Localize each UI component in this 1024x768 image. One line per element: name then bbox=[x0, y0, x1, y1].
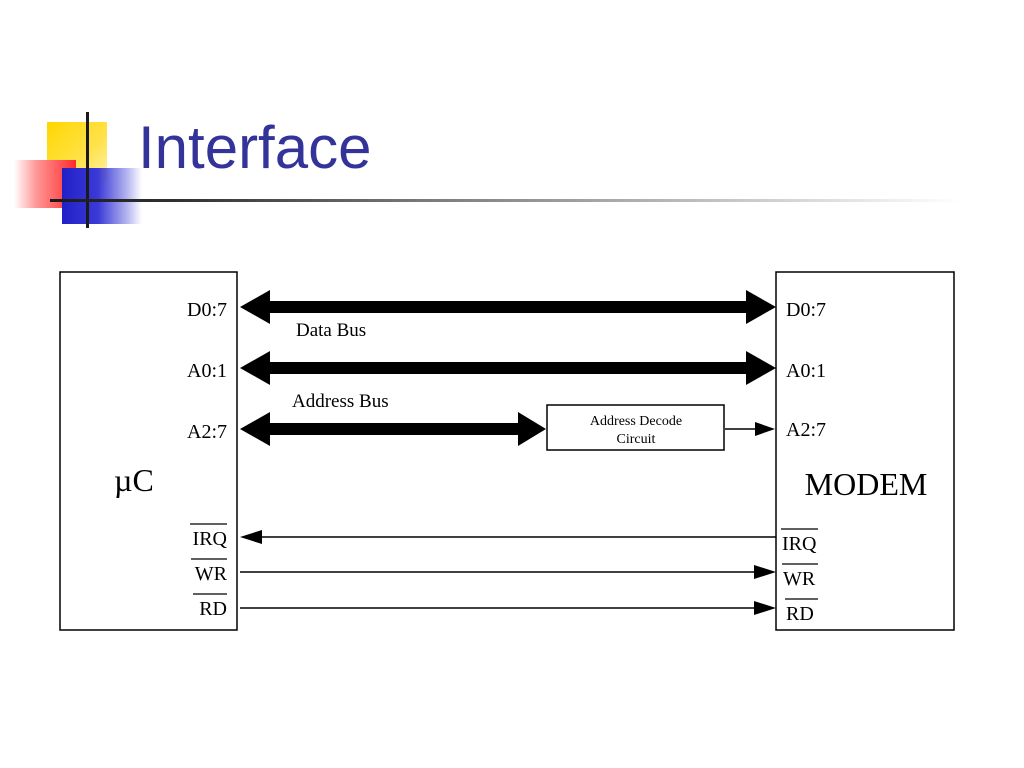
data-bus-label: Data Bus bbox=[296, 320, 366, 341]
address-bus-label: Address Bus bbox=[292, 391, 389, 412]
uc-pin-wr: WR bbox=[195, 563, 228, 585]
modem-pin-d07: D0:7 bbox=[786, 299, 826, 321]
decoder-output-arrow bbox=[725, 422, 775, 436]
modem-pin-irq: IRQ bbox=[782, 533, 817, 555]
address-bus-a01-arrow bbox=[240, 351, 776, 385]
modem-label: MODEM bbox=[805, 466, 928, 502]
microcontroller-label: µC bbox=[114, 462, 154, 498]
uc-pin-rd: RD bbox=[199, 598, 227, 620]
modem-block bbox=[775, 271, 955, 631]
modem-pin-a01: A0:1 bbox=[786, 360, 826, 382]
uc-pin-d07: D0:7 bbox=[187, 299, 227, 321]
uc-pin-a27: A2:7 bbox=[187, 421, 227, 443]
title-underline bbox=[50, 199, 960, 202]
address-decode-circuit bbox=[546, 404, 725, 451]
irq-signal-arrow bbox=[240, 530, 776, 544]
decorative-vertical-line bbox=[86, 112, 89, 228]
uc-pin-a01: A0:1 bbox=[187, 360, 227, 382]
wr-signal-arrow bbox=[240, 565, 776, 579]
address-bus-a27-arrow bbox=[240, 412, 546, 446]
rd-signal-arrow bbox=[240, 601, 776, 615]
modem-pin-wr: WR bbox=[783, 568, 816, 590]
uc-pin-irq: IRQ bbox=[193, 528, 228, 550]
data-bus-arrow bbox=[240, 290, 776, 324]
microcontroller-block bbox=[59, 271, 238, 631]
decoder-label-line1: Address Decode bbox=[590, 414, 682, 429]
decoder-label-line2: Circuit bbox=[617, 432, 656, 447]
modem-pin-rd: RD bbox=[786, 603, 814, 625]
decorative-blue-square bbox=[62, 168, 142, 224]
slide-title: Interface bbox=[138, 114, 372, 181]
modem-pin-a27: A2:7 bbox=[786, 419, 826, 441]
